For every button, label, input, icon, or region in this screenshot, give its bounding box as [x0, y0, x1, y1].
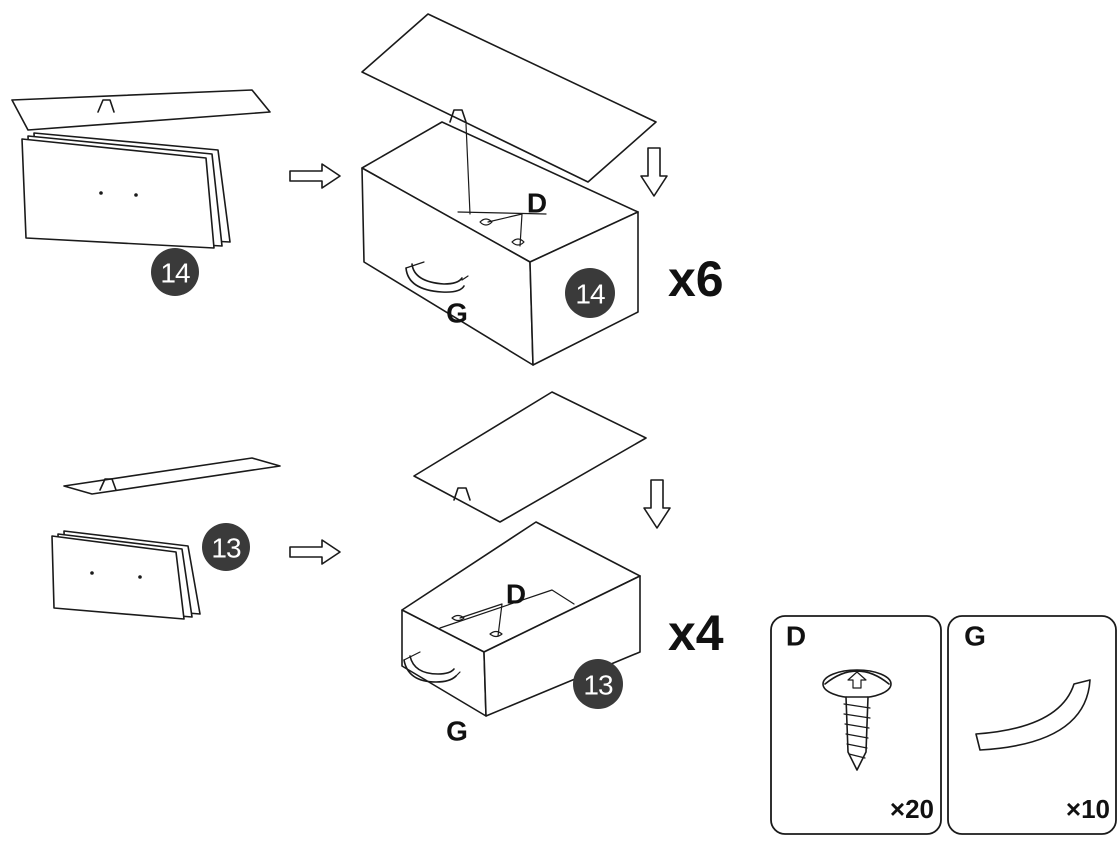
step-2-panel-badge: 13: [202, 523, 250, 571]
step-1-right-arrow-icon: [289, 163, 341, 189]
step-1-handle-letter: G: [446, 298, 468, 329]
part-g-count: ×10: [1066, 794, 1110, 824]
parts-legend: D ×20 G ×10: [770, 615, 1117, 835]
step-1: 14 D: [11, 13, 724, 366]
part-g-card: G ×10: [947, 615, 1117, 835]
step-1-stacked-panels: [21, 132, 231, 249]
step-1-floating-lid: [361, 13, 657, 183]
step-2-panel-badge-label: 13: [211, 533, 241, 564]
step-1-drawer-box: [361, 121, 639, 366]
step-2-handle-letter: G: [446, 716, 468, 747]
step-1-top-panel: [11, 89, 271, 131]
handle-icon: [975, 679, 1091, 751]
step-1-panel-badge: 14: [151, 248, 199, 296]
step-2-top-panel: [63, 457, 281, 495]
step-2-screw-letter: D: [506, 579, 526, 610]
part-d-card: D ×20: [770, 615, 942, 835]
part-d-count: ×20: [890, 794, 934, 824]
step-2-drawer-box: [401, 521, 641, 717]
step-2-down-arrow-icon: [643, 479, 671, 529]
step-1-multiplier: x6: [668, 251, 724, 307]
step-1-panel-badge-label: 14: [160, 258, 190, 289]
screw-icon: [822, 669, 892, 771]
step-1-box-badge: 14: [565, 268, 615, 318]
step-2: 13 D G 13: [51, 391, 724, 747]
step-2-box-badge: 13: [573, 659, 623, 709]
step-1-box-badge-label: 14: [575, 279, 605, 310]
part-g-letter: G: [964, 621, 986, 652]
step-2-floating-lid: [413, 391, 647, 523]
step-1-screw-letter: D: [527, 188, 547, 219]
part-d-letter: D: [786, 621, 806, 652]
step-2-right-arrow-icon: [289, 539, 341, 565]
step-2-stacked-panels: [51, 530, 201, 620]
step-1-down-arrow-icon: [640, 147, 668, 197]
step-2-multiplier: x4: [668, 605, 724, 661]
step-2-box-badge-label: 13: [583, 670, 613, 701]
